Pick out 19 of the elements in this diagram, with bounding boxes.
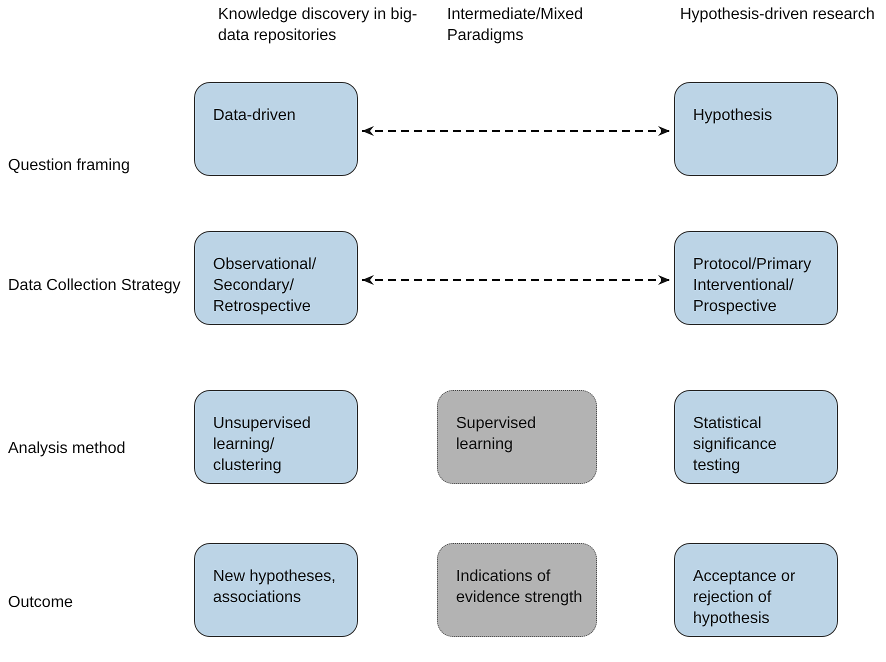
row-label: Analysis method	[8, 439, 126, 459]
paradigm-box: Protocol/Primary Interventional/ Prospective	[674, 231, 838, 325]
column-heading: Knowledge discovery in big-data repositories	[218, 5, 418, 46]
paradigm-box: Statistical significance testing	[674, 390, 838, 484]
paradigm-box: Observational/ Secondary/ Retrospective	[194, 231, 358, 325]
row-label: Question framing	[8, 156, 131, 176]
paradigm-box: Acceptance or rejection of hypothesis	[674, 543, 838, 637]
row-label: Data Collection Strategy	[8, 276, 182, 296]
double-headed-dashed-arrow	[362, 126, 670, 136]
column-heading: Hypothesis-driven research	[680, 5, 876, 25]
intermediate-box: Indications of evidence strength	[437, 543, 597, 637]
row-label: Outcome	[8, 593, 74, 613]
paradigm-box: Hypothesis	[674, 82, 838, 176]
column-heading: Intermediate/Mixed Paradigms	[447, 5, 584, 46]
paradigm-box: New hypotheses, associations	[194, 543, 358, 637]
double-headed-dashed-arrow	[362, 275, 670, 285]
paradigm-box: Unsupervised learning/ clustering	[194, 390, 358, 484]
intermediate-box: Supervised learning	[437, 390, 597, 484]
paradigm-box: Data-driven	[194, 82, 358, 176]
